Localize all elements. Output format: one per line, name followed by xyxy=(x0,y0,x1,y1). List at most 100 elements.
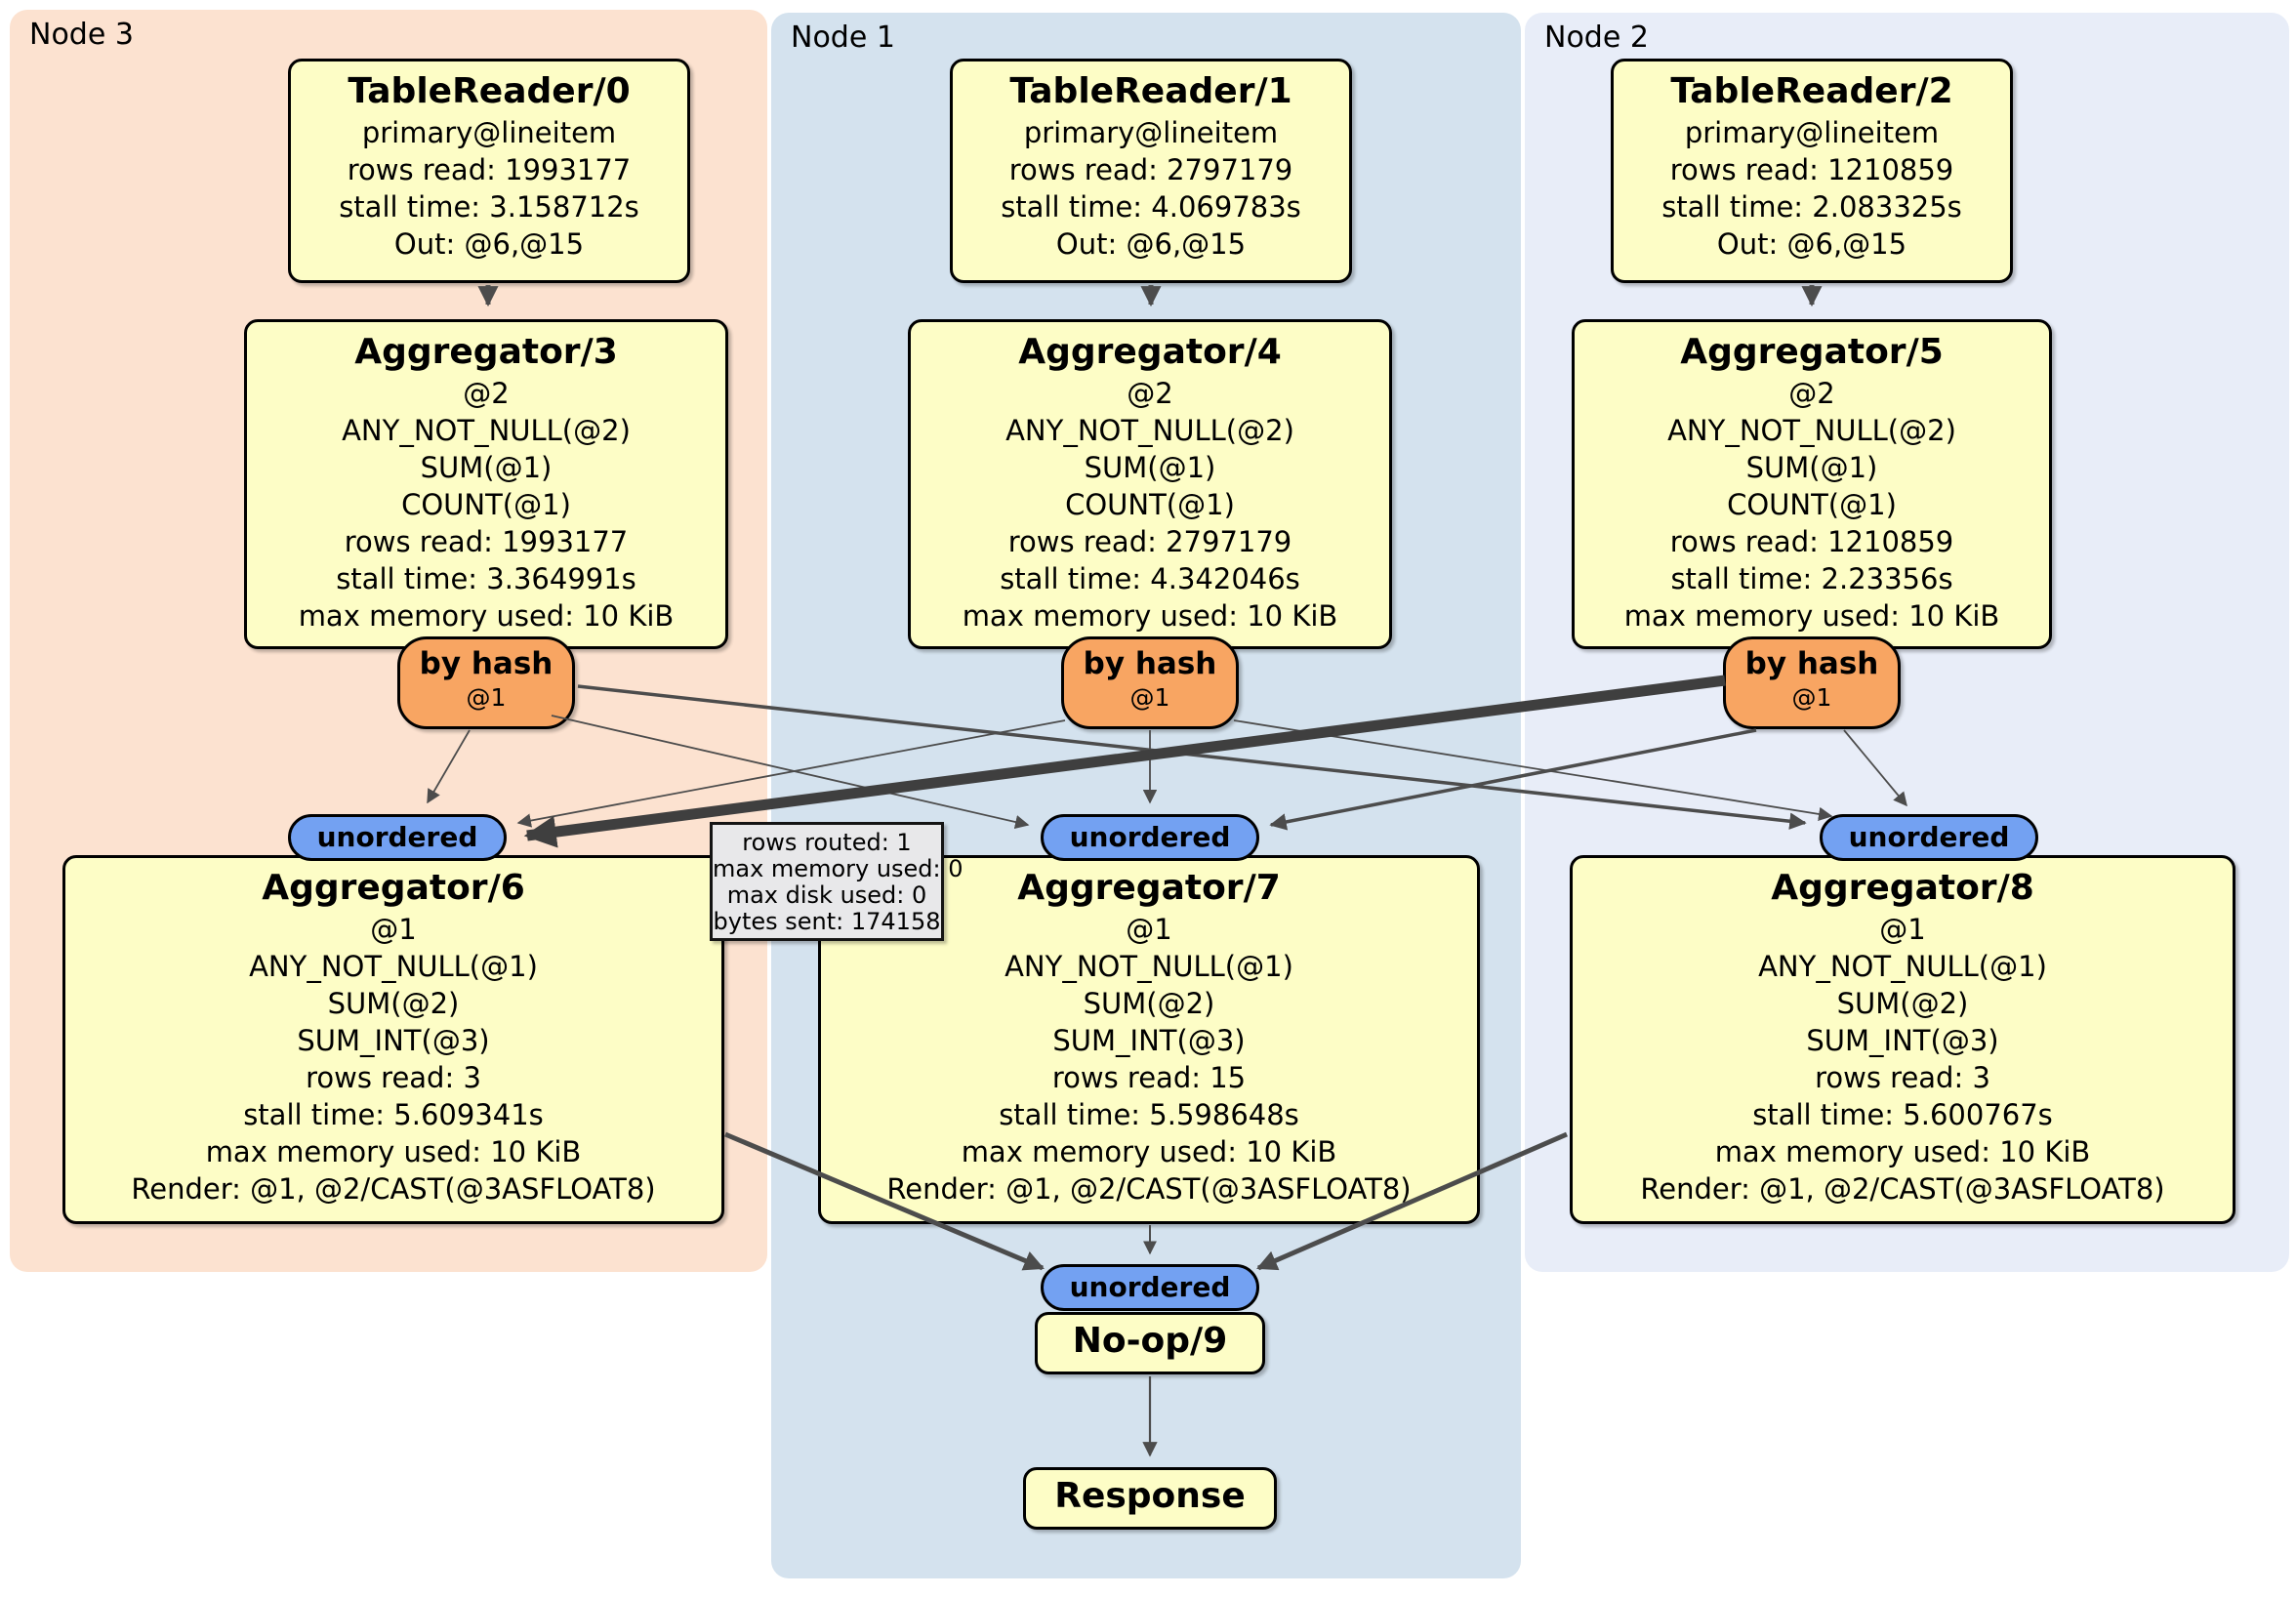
box-line: Render: @1, @2/CAST(@3ASFLOAT8) xyxy=(886,1172,1412,1206)
box-line: SUM(@1) xyxy=(420,451,553,484)
processor-tablereader-0[interactable]: TableReader/0 primary@lineitem rows read:… xyxy=(288,59,690,283)
box-title: Aggregator/7 xyxy=(1017,868,1281,908)
box-line: stall time: 5.609341s xyxy=(243,1098,544,1131)
box-line: Out: @6,@15 xyxy=(1716,227,1907,261)
processor-response[interactable]: Response xyxy=(1023,1467,1277,1530)
box-line: ANY_NOT_NULL(@2) xyxy=(1667,414,1956,447)
box-line: ANY_NOT_NULL(@1) xyxy=(1004,950,1293,983)
tooltip-line: bytes sent: 174158 xyxy=(713,908,941,935)
box-title: Aggregator/4 xyxy=(1018,332,1282,372)
node2-panel-label: Node 2 xyxy=(1544,20,1649,55)
box-line: rows read: 1210859 xyxy=(1669,153,1954,186)
sync-label: unordered xyxy=(1069,821,1231,853)
sync-unordered-node3[interactable]: unordered xyxy=(288,814,507,861)
tooltip-line: rows routed: 1 xyxy=(742,829,912,856)
processor-noop-9[interactable]: No-op/9 xyxy=(1035,1312,1265,1374)
box-line: rows read: 3 xyxy=(306,1061,481,1094)
box-line: primary@lineitem xyxy=(1684,116,1940,149)
box-line: stall time: 4.342046s xyxy=(1000,562,1300,595)
box-line: Render: @1, @2/CAST(@3ASFLOAT8) xyxy=(1640,1172,2165,1206)
box-line: SUM(@2) xyxy=(327,987,460,1020)
box-line: @1 xyxy=(370,913,417,946)
router-by-hash-node2[interactable]: by hash @1 xyxy=(1723,636,1901,729)
box-title: Aggregator/3 xyxy=(354,332,618,372)
box-line: ANY_NOT_NULL(@1) xyxy=(249,950,538,983)
tooltip-line: max disk used: 0 xyxy=(726,881,927,909)
box-line: max memory used: 10 KiB xyxy=(1623,599,2000,633)
box-line: Render: @1, @2/CAST(@3ASFLOAT8) xyxy=(131,1172,656,1206)
processor-tablereader-2[interactable]: TableReader/2 primary@lineitem rows read:… xyxy=(1611,59,2013,283)
router-by-hash-node3[interactable]: by hash @1 xyxy=(397,636,575,729)
node3-panel-label: Node 3 xyxy=(29,18,134,52)
router-by-hash-node1[interactable]: by hash @1 xyxy=(1061,636,1239,729)
tooltip-line: max memory used: 0 xyxy=(713,855,964,882)
box-line: COUNT(@1) xyxy=(401,488,571,521)
box-line: @1 xyxy=(1126,913,1172,946)
box-line: rows read: 1210859 xyxy=(1669,525,1954,558)
box-lines: primary@lineitem rows read: 1993177 stall … xyxy=(291,114,687,263)
box-title: Aggregator/5 xyxy=(1680,332,1944,372)
box-line: stall time: 3.158712s xyxy=(339,190,639,224)
box-line: max memory used: 10 KiB xyxy=(1714,1135,2091,1168)
box-line: stall time: 5.598648s xyxy=(999,1098,1299,1131)
sync-unordered-node1[interactable]: unordered xyxy=(1041,814,1259,861)
box-line: rows read: 2797179 xyxy=(1008,153,1293,186)
box-lines: primary@lineitem rows read: 1210859 stall … xyxy=(1614,114,2010,263)
box-line: @2 xyxy=(1127,377,1173,410)
box-line: SUM_INT(@3) xyxy=(1806,1024,1999,1057)
box-line: max memory used: 10 KiB xyxy=(205,1135,582,1168)
box-line: Out: @6,@15 xyxy=(1055,227,1247,261)
box-line: @2 xyxy=(1788,377,1835,410)
box-line: @1 xyxy=(1879,913,1926,946)
box-line: primary@lineitem xyxy=(361,116,617,149)
box-line: stall time: 2.23356s xyxy=(1670,562,1953,595)
box-line: ANY_NOT_NULL(@1) xyxy=(1758,950,2047,983)
router-label: by hash xyxy=(419,646,554,681)
box-line: stall time: 2.083325s xyxy=(1661,190,1962,224)
box-title: No-op/9 xyxy=(1072,1321,1228,1361)
box-line: SUM_INT(@3) xyxy=(1052,1024,1246,1057)
sync-label: unordered xyxy=(316,821,478,853)
box-line: rows read: 1993177 xyxy=(347,153,632,186)
sync-label: unordered xyxy=(1069,1271,1231,1303)
box-line: max memory used: 10 KiB xyxy=(298,599,675,633)
sync-label: unordered xyxy=(1848,821,2010,853)
node1-panel-label: Node 1 xyxy=(791,20,895,55)
box-line: stall time: 5.600767s xyxy=(1752,1098,2053,1131)
box-line: COUNT(@1) xyxy=(1727,488,1897,521)
box-line: stall time: 3.364991s xyxy=(336,562,636,595)
router-detail: @1 xyxy=(1129,683,1170,712)
box-line: max memory used: 10 KiB xyxy=(961,1135,1337,1168)
box-title: TableReader/0 xyxy=(348,71,631,111)
router-detail: @1 xyxy=(466,683,507,712)
box-line: Out: @6,@15 xyxy=(393,227,585,261)
box-line: COUNT(@1) xyxy=(1065,488,1235,521)
box-title: Aggregator/8 xyxy=(1771,868,2034,908)
box-line: SUM(@1) xyxy=(1084,451,1216,484)
box-line: max memory used: 10 KiB xyxy=(962,599,1338,633)
box-title: Response xyxy=(1054,1476,1246,1516)
box-line: ANY_NOT_NULL(@2) xyxy=(342,414,631,447)
box-line: @2 xyxy=(463,377,510,410)
box-title: TableReader/1 xyxy=(1009,71,1292,111)
box-title: Aggregator/6 xyxy=(262,868,525,908)
router-label: by hash xyxy=(1744,646,1879,681)
box-line: SUM(@2) xyxy=(1083,987,1215,1020)
router-label: by hash xyxy=(1083,646,1217,681)
box-title: TableReader/2 xyxy=(1670,71,1953,111)
box-line: SUM_INT(@3) xyxy=(297,1024,490,1057)
sync-unordered-node2[interactable]: unordered xyxy=(1820,814,2038,861)
sync-unordered-final[interactable]: unordered xyxy=(1041,1264,1259,1311)
